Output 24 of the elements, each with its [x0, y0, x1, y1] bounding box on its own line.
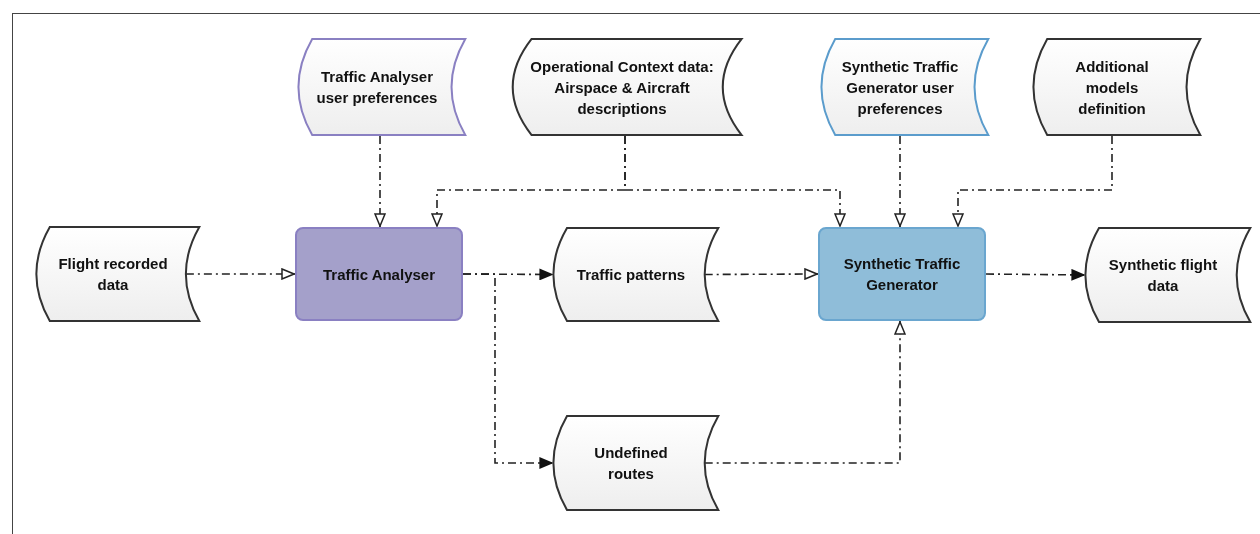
node-label: Synthetic flight data [1107, 255, 1219, 296]
node-label: Traffic patterns [576, 265, 687, 285]
connector-arrow [624, 135, 846, 228]
node-label: Synthetic Traffic Generator [842, 254, 962, 295]
data-input-shape [33, 226, 201, 322]
data-input-shape [1030, 38, 1202, 136]
data-input-shape [295, 38, 467, 136]
node-label: Undefined routes [593, 443, 669, 484]
node-label: Additional models definition [1074, 56, 1150, 119]
process-box [295, 227, 463, 321]
connector-arrow [952, 135, 1113, 228]
connector-arrow [185, 268, 296, 280]
data-output-shape [1082, 227, 1252, 323]
node-label: Synthetic Traffic Generator user preferences [840, 56, 960, 119]
node-label: Traffic Analyser [323, 264, 435, 285]
data-output-shape [550, 227, 720, 322]
node-label: Flight recorded data [57, 254, 169, 295]
process-box [818, 227, 986, 321]
node-label: Operational Context data: Airspace & Aircraft descriptions [529, 56, 715, 119]
connector-arrow [894, 135, 906, 228]
node-label: Traffic Analyser user preferences [315, 67, 439, 108]
data-output-shape [550, 415, 720, 511]
data-input-shape [818, 38, 990, 136]
connector-arrow [374, 135, 386, 228]
